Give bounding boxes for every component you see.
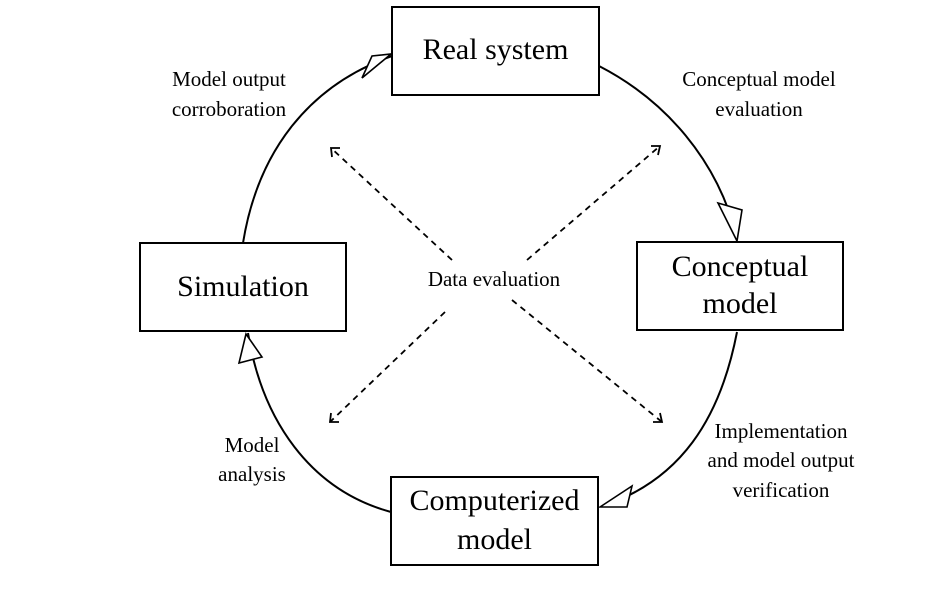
arrowhead-to-real-system	[361, 52, 394, 79]
dashed-line-bottom-left	[329, 311, 446, 423]
dashed-line-top-left	[330, 147, 453, 261]
dashed-arrowhead-bottom-left	[328, 412, 339, 423]
arrowhead-to-computerized-model	[597, 484, 634, 508]
edge-label-model-output-corroboration: Model output corroboration	[172, 67, 287, 121]
edge-label-implementation-verification-line3: verification	[733, 478, 830, 502]
node-real-system: Real system	[391, 6, 600, 96]
arc-simulation-to-real	[242, 55, 393, 244]
edge-label-conceptual-model-evaluation-line2: evaluation	[715, 97, 803, 121]
dashed-line-top-right	[526, 145, 661, 261]
dashed-arrowhead-top-right	[651, 145, 662, 156]
arc-computerized-to-simulation	[247, 332, 392, 513]
arrowhead-to-conceptual-model	[716, 201, 743, 244]
edge-label-model-analysis-line1: Model	[225, 433, 280, 457]
node-conceptual-model-label-line1: Conceptual	[672, 250, 809, 283]
edge-label-model-analysis-line2: analysis	[218, 462, 286, 486]
edge-label-implementation-verification-line1: Implementation	[715, 419, 848, 443]
node-real-system-label: Real system	[423, 33, 569, 66]
dashed-arrowhead-bottom-right	[653, 412, 664, 423]
node-conceptual-model: Conceptual model	[636, 241, 844, 331]
arc-real-to-conceptual	[598, 65, 738, 239]
center-label-data-evaluation: Data evaluation	[428, 267, 561, 291]
edge-label-implementation-verification-line2: and model output	[708, 448, 855, 472]
edge-label-conceptual-model-evaluation-line1: Conceptual model	[682, 67, 836, 91]
edge-label-model-output-corroboration-line2: corroboration	[172, 97, 287, 121]
node-computerized-model-label-line2: model	[457, 523, 532, 556]
node-simulation-label: Simulation	[177, 270, 309, 303]
node-simulation: Simulation	[139, 242, 347, 332]
node-computerized-model-label-line1: Computerized	[410, 484, 580, 517]
edge-label-conceptual-model-evaluation: Conceptual model evaluation	[682, 67, 836, 121]
edge-label-model-analysis: Model analysis	[218, 433, 286, 486]
arrowhead-to-simulation	[237, 332, 264, 365]
node-computerized-model: Computerized model	[390, 476, 599, 566]
edge-label-implementation-verification: Implementation and model output verifica…	[708, 419, 855, 502]
node-conceptual-model-label-line2: model	[703, 287, 778, 320]
dashed-arrowhead-top-left	[329, 147, 340, 158]
edge-label-model-output-corroboration-line1: Model output	[172, 67, 286, 91]
